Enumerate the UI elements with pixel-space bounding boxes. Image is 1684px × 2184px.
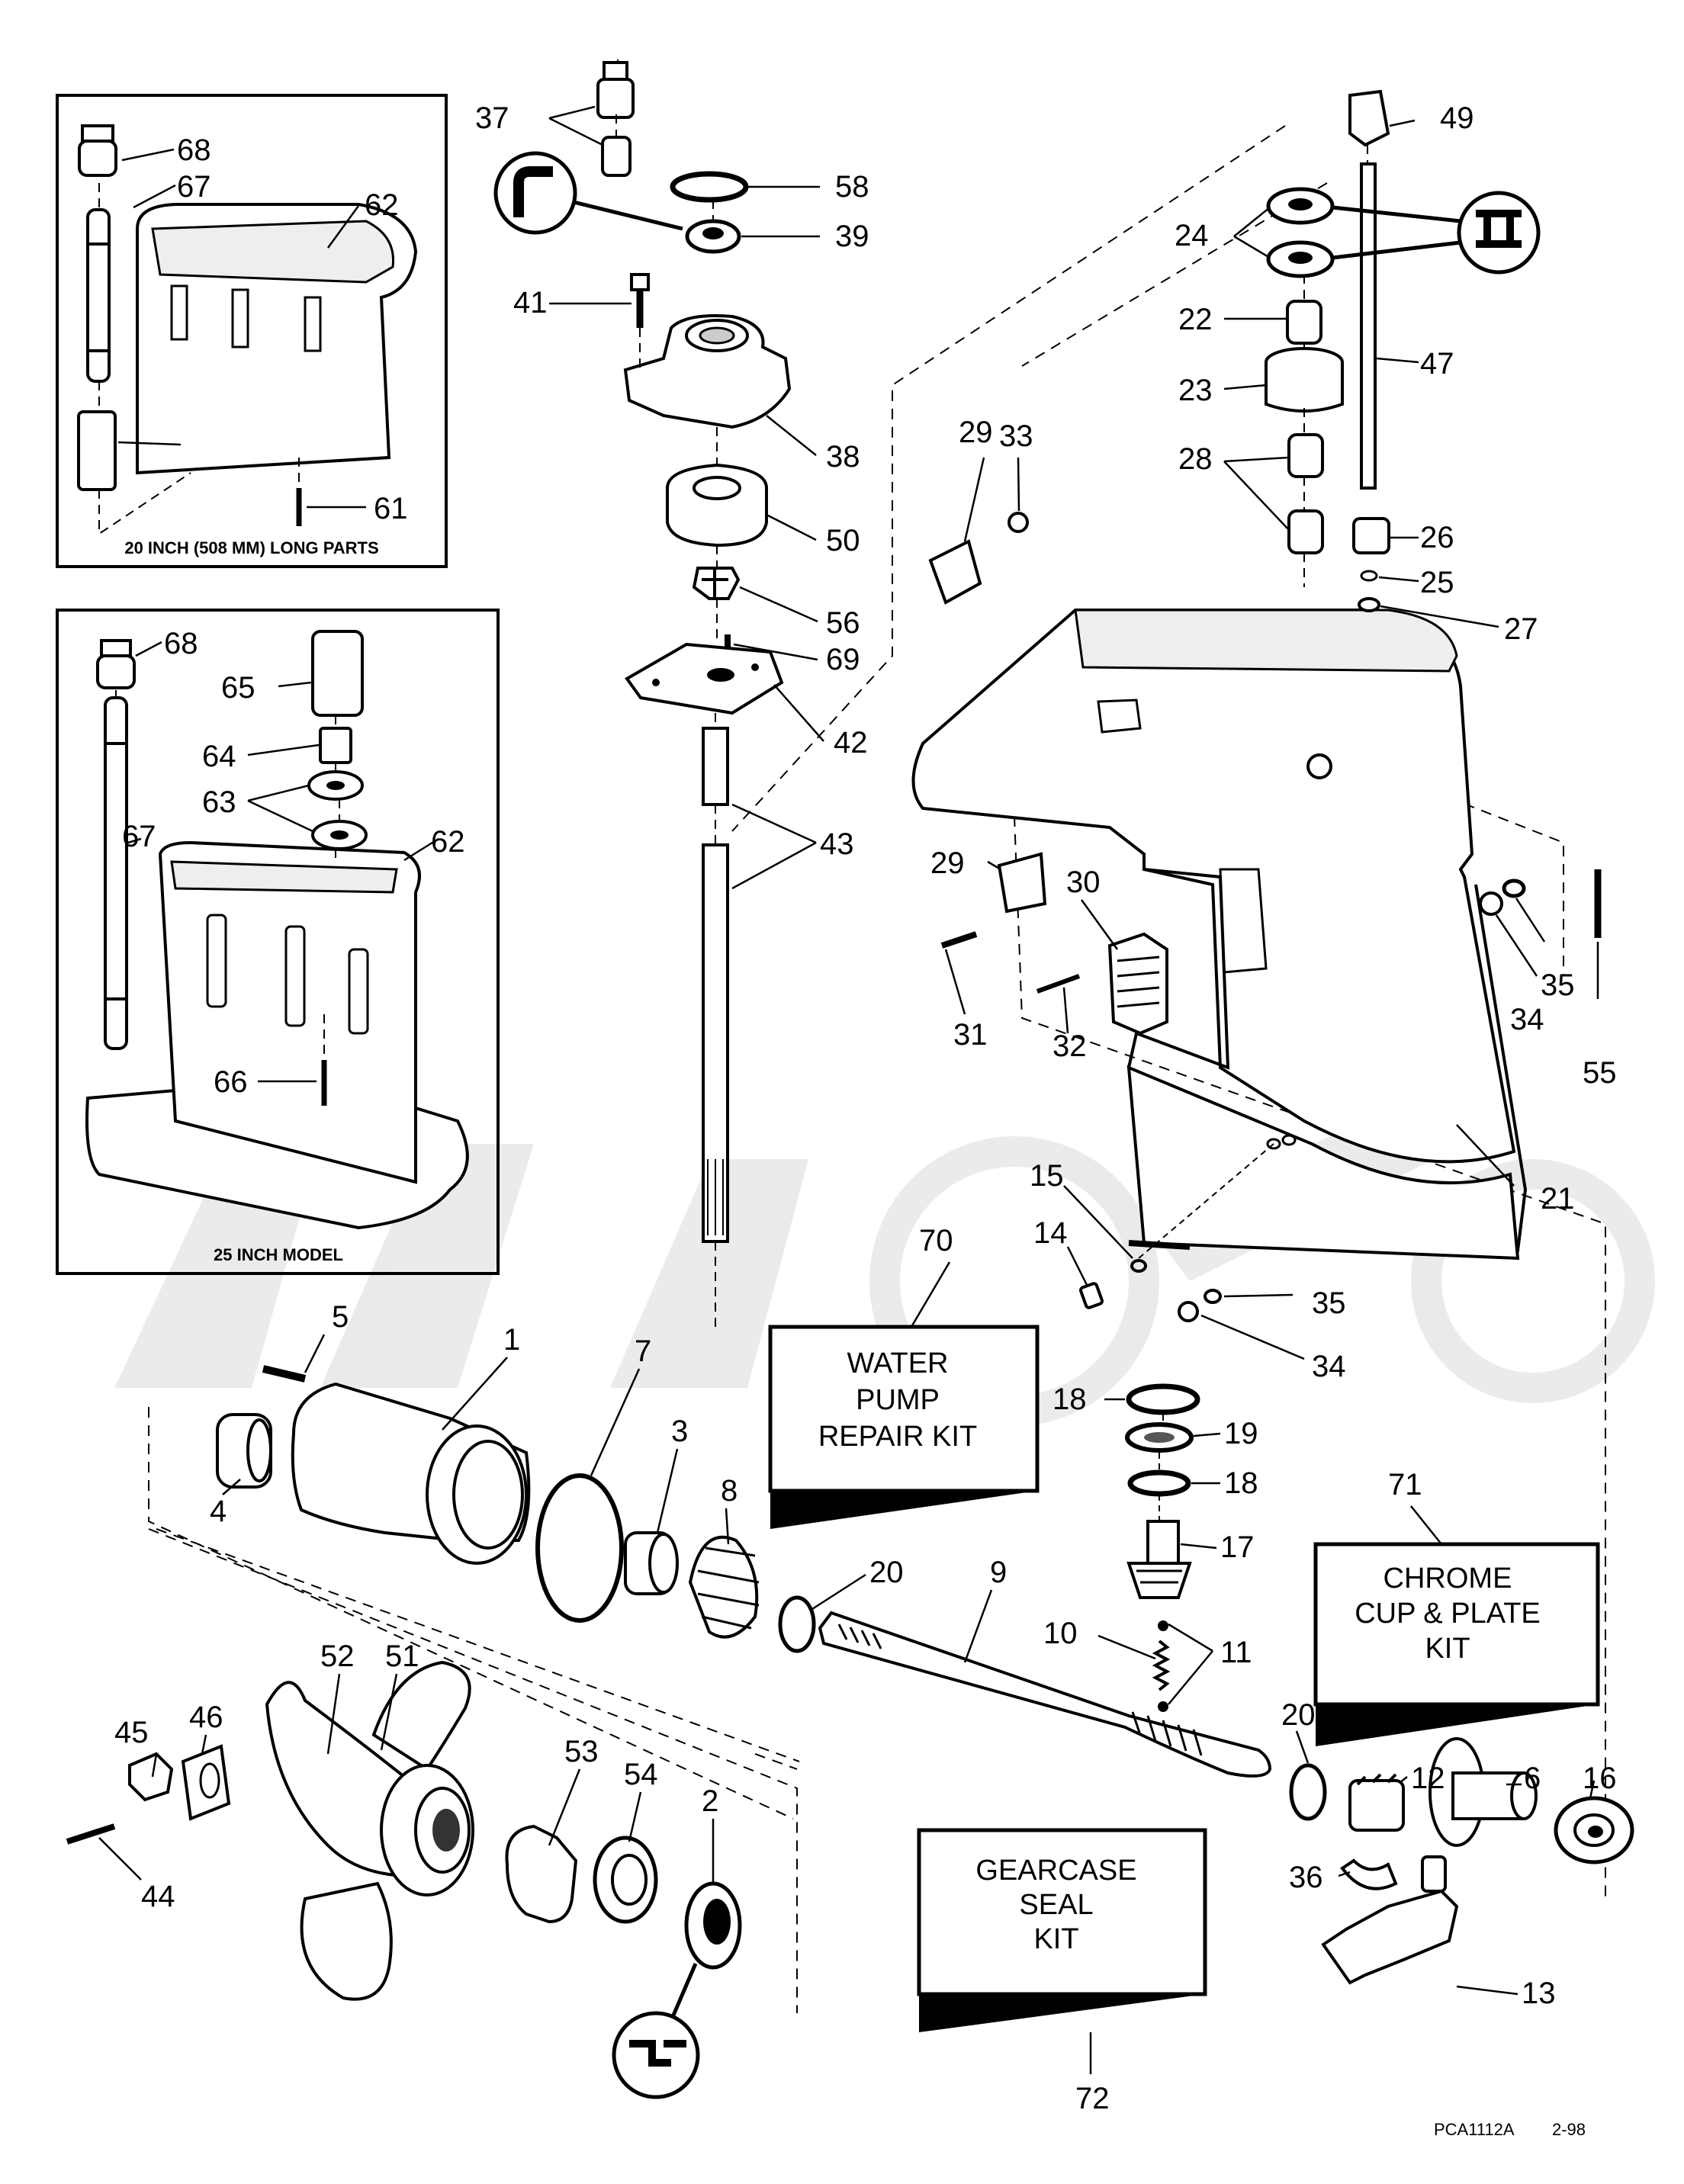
callout-n61: 61 xyxy=(374,492,408,525)
callout-n7: 7 xyxy=(635,1334,651,1368)
callout-n20a: 20 xyxy=(869,1556,904,1589)
callout-n67b: 67 xyxy=(122,820,156,853)
callout-n43: 43 xyxy=(820,827,854,861)
callout-n56: 56 xyxy=(826,606,860,640)
callout-n35a: 35 xyxy=(1541,968,1575,1002)
callout-n62a: 62 xyxy=(365,188,399,222)
callout-n41: 41 xyxy=(513,286,548,320)
inset-model-title: 25 INCH MODEL xyxy=(214,1245,343,1264)
callout-n67a: 67 xyxy=(177,170,211,204)
callout-n64: 64 xyxy=(202,740,236,773)
callout-n52: 52 xyxy=(320,1640,355,1673)
diagram-date: 2-98 xyxy=(1552,2120,1586,2139)
callout-n31: 31 xyxy=(953,1018,988,1052)
callout-n44: 44 xyxy=(141,1880,175,1913)
callout-n66: 66 xyxy=(214,1065,248,1099)
callout-n20b: 20 xyxy=(1281,1698,1316,1732)
callout-n2: 2 xyxy=(702,1784,718,1818)
inset-long-parts-title: 20 INCH (508 MM) LONG PARTS xyxy=(124,538,378,557)
callout-n65: 65 xyxy=(221,671,255,705)
callout-n18b: 18 xyxy=(1224,1466,1258,1500)
callout-n1: 1 xyxy=(503,1323,520,1357)
callout-n33: 33 xyxy=(999,419,1033,453)
chrome-cup-plate-kit: CHROME CUP & PLATE KIT xyxy=(1313,1505,1600,1746)
callout-n12: 12 xyxy=(1411,1762,1445,1795)
callout-n45: 45 xyxy=(114,1716,149,1749)
callout-n70: 70 xyxy=(919,1224,953,1257)
callout-n18a: 18 xyxy=(1052,1383,1087,1416)
chrome-kit-line1: CHROME xyxy=(1384,1563,1512,1595)
callout-n37: 37 xyxy=(475,101,509,135)
callout-n27: 27 xyxy=(1504,612,1538,646)
water-pump-repair-kit: WATER PUMP REPAIR KIT xyxy=(768,1261,1040,1529)
callout-n6: 6 xyxy=(1524,1762,1541,1795)
callout-n24: 24 xyxy=(1175,219,1209,252)
callout-n25: 25 xyxy=(1420,566,1454,599)
callout-n9: 9 xyxy=(990,1556,1007,1589)
callout-n42: 42 xyxy=(834,726,868,760)
propeller-shaft-area xyxy=(66,1334,1634,2099)
callout-n8: 8 xyxy=(721,1474,738,1508)
callout-n47: 47 xyxy=(1420,347,1454,381)
seal-kit-line1: GEARCASE xyxy=(975,1855,1136,1887)
water-pump-kit-line2: PUMP xyxy=(856,1384,940,1416)
callout-n35b: 35 xyxy=(1312,1286,1346,1320)
inset-25-model: 25 INCH MODEL xyxy=(56,609,500,1275)
callout-n68a: 68 xyxy=(177,133,211,167)
callout-n34b: 34 xyxy=(1312,1350,1346,1383)
callout-n34a: 34 xyxy=(1510,1003,1544,1036)
callout-n30: 30 xyxy=(1066,866,1101,899)
gearcase-seal-kit: GEARCASE SEAL KIT xyxy=(917,1828,1207,2074)
callout-n5: 5 xyxy=(332,1300,349,1334)
callout-n32: 32 xyxy=(1052,1029,1087,1063)
callout-n3: 3 xyxy=(671,1415,688,1448)
inset-long-parts: 20 INCH (508 MM) LONG PARTS xyxy=(56,94,448,568)
callout-n55: 55 xyxy=(1583,1056,1617,1090)
callout-n62b: 62 xyxy=(431,825,465,859)
callout-n58: 58 xyxy=(835,170,869,204)
diagram-code: PCA1112A xyxy=(1434,2120,1515,2139)
callout-n72: 72 xyxy=(1075,2082,1110,2115)
callout-n53: 53 xyxy=(564,1735,599,1768)
callout-n26: 26 xyxy=(1420,521,1454,554)
callout-n21: 21 xyxy=(1541,1182,1575,1216)
water-pump-stack xyxy=(493,59,824,1327)
callout-n10: 10 xyxy=(1043,1617,1078,1650)
water-pump-kit-line3: REPAIR KIT xyxy=(818,1421,977,1453)
callout-n23: 23 xyxy=(1178,374,1213,407)
seal-kit-line2: SEAL xyxy=(1019,1889,1093,1921)
callout-n36: 36 xyxy=(1289,1861,1323,1894)
callout-n50: 50 xyxy=(826,524,860,557)
callout-n29b: 29 xyxy=(930,846,965,880)
callout-n63: 63 xyxy=(202,785,236,819)
callout-n4: 4 xyxy=(210,1495,227,1528)
callout-n38: 38 xyxy=(826,440,860,474)
callout-n39: 39 xyxy=(835,220,869,253)
callout-n19: 19 xyxy=(1224,1417,1258,1450)
callout-n28: 28 xyxy=(1178,442,1213,476)
callout-n11: 11 xyxy=(1220,1636,1252,1669)
callout-n15: 15 xyxy=(1030,1159,1064,1193)
callout-n46: 46 xyxy=(189,1701,223,1734)
water-pump-kit-line1: WATER xyxy=(847,1347,949,1379)
callout-n68b: 68 xyxy=(164,627,198,660)
seal-kit-line3: KIT xyxy=(1033,1923,1078,1955)
callout-n17: 17 xyxy=(1220,1530,1255,1564)
gearcase-assembly xyxy=(731,89,1606,1903)
callout-n51: 51 xyxy=(385,1640,419,1673)
chrome-kit-line3: KIT xyxy=(1425,1633,1470,1665)
callout-n22: 22 xyxy=(1178,303,1213,336)
callout-n13: 13 xyxy=(1522,1977,1556,2010)
callout-n54: 54 xyxy=(624,1758,658,1791)
callout-n69: 69 xyxy=(826,643,860,676)
callout-n49: 49 xyxy=(1440,101,1474,135)
callout-n29a: 29 xyxy=(959,416,993,449)
callout-n14: 14 xyxy=(1033,1216,1068,1250)
callout-n16: 16 xyxy=(1583,1762,1617,1795)
chrome-kit-line2: CUP & PLATE xyxy=(1355,1598,1541,1630)
callout-n71: 71 xyxy=(1388,1468,1422,1502)
